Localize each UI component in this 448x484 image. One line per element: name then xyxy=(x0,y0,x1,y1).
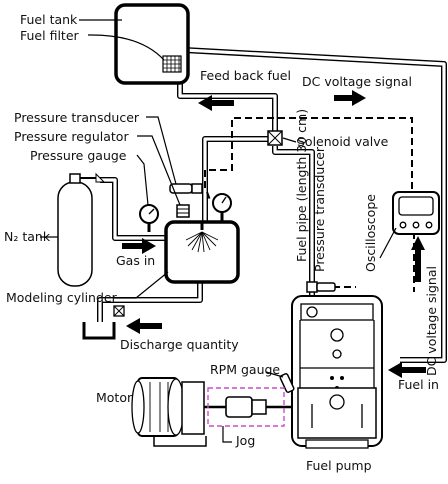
n2-tank xyxy=(57,172,106,287)
motor xyxy=(131,377,207,447)
dc-voltage-signal-top-label: DC voltage signal xyxy=(302,74,412,89)
pressure-regulator-leader xyxy=(137,135,181,206)
dc-voltage-signal-right-label: DC voltage signal xyxy=(424,266,439,376)
fuel-in-label: Fuel in xyxy=(398,377,439,392)
fuel-pump xyxy=(291,295,383,449)
dc-signal-right-arrow-icon xyxy=(411,236,425,282)
feed-back-fuel-label: Feed back fuel xyxy=(200,68,291,83)
pressure-transducer-left-label: Pressure transducer xyxy=(14,110,140,125)
modeling-cylinder-label: Modeling cylinder xyxy=(6,290,118,305)
discharge-valve-icon xyxy=(113,305,125,317)
solenoid-valve-label: Solenoid valve xyxy=(297,134,389,149)
pressure-transducer-right xyxy=(306,281,336,293)
fuel-in-arrow-icon xyxy=(388,362,426,378)
pressure-transducer-left xyxy=(169,183,203,194)
fuel-filter xyxy=(162,55,182,73)
solenoid-valve xyxy=(267,130,283,146)
modeling-cylinder-leader xyxy=(114,271,169,299)
fuel-filter-label: Fuel filter xyxy=(20,28,80,43)
rpm-gauge-icon xyxy=(279,373,295,393)
gas-in-arrow-icon xyxy=(122,238,156,254)
fuel-pipe-label: Fuel pipe (length 30 cm) xyxy=(294,109,309,262)
dc-signal-top-arrow-icon xyxy=(334,90,366,106)
oscilloscope-label: Oscilloscope xyxy=(363,194,378,272)
jog-leader xyxy=(222,426,232,443)
discharge-arrow-icon xyxy=(126,318,162,334)
jog-label: Jog xyxy=(235,433,255,448)
pressure-gauge-label: Pressure gauge xyxy=(30,148,127,163)
pressure-gauge-leader xyxy=(136,154,149,206)
modeling-cylinder xyxy=(164,220,240,284)
pressure-gauge-right-icon xyxy=(212,193,232,224)
pressure-transducer-right-label: Pressure transducer xyxy=(312,146,327,272)
fuel-tank-label: Fuel tank xyxy=(20,12,78,27)
solenoid-valve-leader xyxy=(282,137,297,143)
fuel-pump-label: Fuel pump xyxy=(306,458,372,473)
discharge-container xyxy=(82,322,116,340)
gas-in-label: Gas in xyxy=(116,253,155,268)
motor-label: Motor xyxy=(96,390,133,405)
pressure-regulator-label: Pressure regulator xyxy=(14,129,129,144)
fuel-pipes xyxy=(97,47,447,363)
fuel-filter-leader xyxy=(87,34,165,61)
oscilloscope-leader xyxy=(379,227,397,259)
discharge-quantity-label: Discharge quantity xyxy=(120,337,239,352)
rpm-gauge-leader xyxy=(265,371,284,378)
signal-line-top xyxy=(204,117,413,201)
pressure-transducer-left-leader xyxy=(146,116,177,185)
jog-coupling xyxy=(207,387,285,427)
rpm-gauge-label: RPM gauge xyxy=(210,362,280,377)
n2-tank-label: N₂ tank xyxy=(4,229,51,244)
oscilloscope xyxy=(392,191,440,235)
feed-back-arrow-icon xyxy=(198,95,234,111)
pressure-gauge-left-icon xyxy=(139,204,159,232)
pressure-regulator xyxy=(176,204,190,218)
